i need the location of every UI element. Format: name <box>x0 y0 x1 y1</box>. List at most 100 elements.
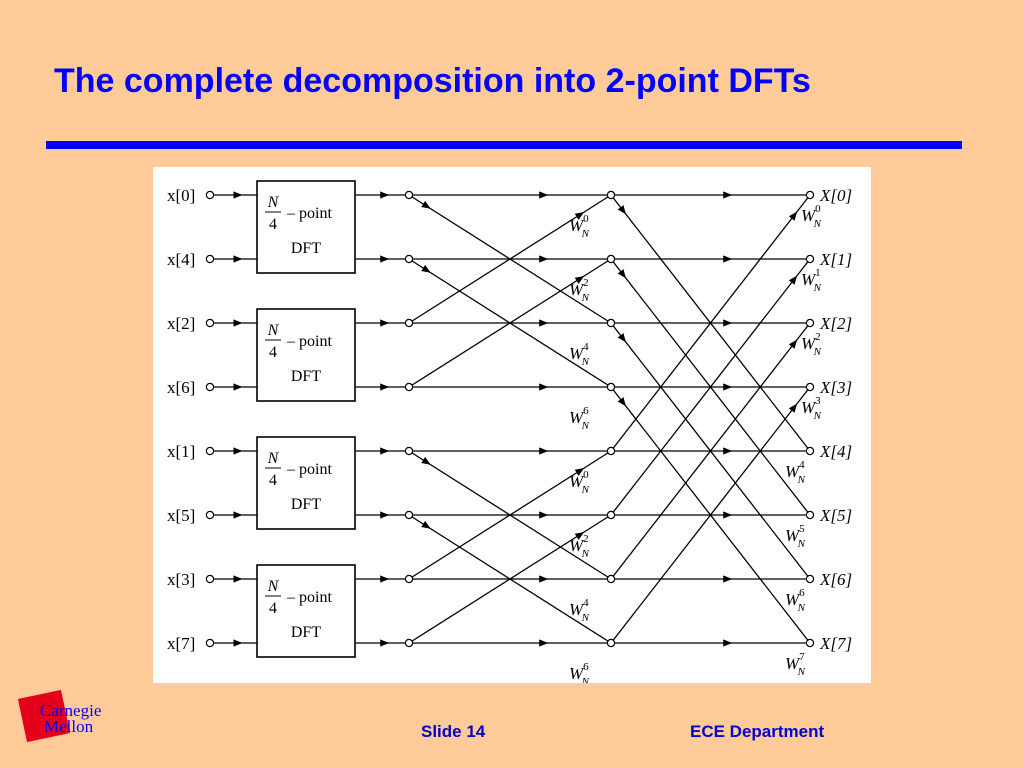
input-label: x[6] <box>167 378 195 397</box>
output-node <box>805 574 815 584</box>
dft-block-denominator: 4 <box>269 344 277 361</box>
dft-block-name: DFT <box>291 496 321 513</box>
dft-block-label: – point <box>286 333 332 350</box>
stage2-cross-arrow <box>574 467 585 476</box>
output-node <box>805 190 815 200</box>
output-node <box>805 318 815 328</box>
stage2-node <box>606 190 616 200</box>
output-label: X[6] <box>819 570 852 589</box>
stage1-node <box>404 446 414 456</box>
stage2-node <box>606 574 616 584</box>
output-label: X[5] <box>819 506 852 525</box>
stage3-branch <box>610 386 811 644</box>
stage1-node <box>404 574 414 584</box>
stage3-cross-arrow <box>617 269 627 279</box>
logo-text-mellon: Mellon <box>44 717 94 736</box>
dft-block-denominator: 4 <box>269 472 277 489</box>
input-label: x[7] <box>167 634 195 653</box>
stage3-cross-arrow <box>617 397 627 407</box>
output-node <box>805 510 815 520</box>
stage3-cross-arrow <box>788 211 798 221</box>
input-label: x[5] <box>167 506 195 525</box>
butterfly-diagram: x[0] x[4] x[2] x[6] x[1] x[5] x[3] x[7] N 4 – poin… <box>153 167 871 683</box>
output-label: X[7] <box>819 634 852 653</box>
department-label: ECE Department <box>690 722 825 741</box>
input-node <box>205 382 215 392</box>
dft-block-label: – point <box>286 205 332 222</box>
input-node <box>205 574 215 584</box>
output-label: X[1] <box>819 250 852 269</box>
input-label: x[1] <box>167 442 195 461</box>
stage2-node <box>606 254 616 264</box>
output-node <box>805 382 815 392</box>
stage2-cross-arrow <box>421 264 431 273</box>
slide-title: The complete decomposition into 2-point … <box>54 62 811 100</box>
input-node <box>205 318 215 328</box>
dft-block-numerator: N <box>267 194 280 211</box>
dft-block-label: – point <box>286 461 332 478</box>
logo-text-carnegie: Carnegie <box>40 701 102 720</box>
output-label: X[4] <box>819 442 852 461</box>
stage1-node <box>404 510 414 520</box>
input-label: x[3] <box>167 570 195 589</box>
stage2-cross-arrow <box>574 275 585 284</box>
stage2-node <box>606 510 616 520</box>
stage1-node <box>404 190 414 200</box>
output-label: X[2] <box>819 314 852 333</box>
stage3-cross-arrow <box>788 403 798 413</box>
stage3-cross-arrow <box>788 275 798 285</box>
input-label: x[4] <box>167 250 195 269</box>
input-node <box>205 638 215 648</box>
output-label: X[0] <box>819 186 852 205</box>
stage1-node <box>404 638 414 648</box>
stage2-cross-arrow <box>421 456 431 465</box>
input-node <box>205 190 215 200</box>
stage3-cross-arrow <box>617 205 627 215</box>
stage2-cross-arrow <box>574 531 585 540</box>
stage2-node <box>606 318 616 328</box>
dft-block <box>256 308 356 402</box>
stage2-node <box>606 446 616 456</box>
title-underline <box>46 141 962 149</box>
stage1-node <box>404 382 414 392</box>
stage2-cross-arrow <box>574 211 585 220</box>
butterfly-diagram-svg: x[0] x[4] x[2] x[6] x[1] x[5] x[3] x[7] N 4 – poin… <box>167 180 852 683</box>
output-node <box>805 638 815 648</box>
stage2-cross-arrow <box>421 200 431 209</box>
input-node <box>205 446 215 456</box>
dft-block-denominator: 4 <box>269 600 277 617</box>
input-node <box>205 510 215 520</box>
dft-block-numerator: N <box>267 322 280 339</box>
stage2-node <box>606 382 616 392</box>
dft-block-numerator: N <box>267 450 280 467</box>
slide-number: Slide 14 <box>421 722 486 741</box>
output-node <box>805 254 815 264</box>
input-node <box>205 254 215 264</box>
input-label: x[2] <box>167 314 195 333</box>
output-label: X[3] <box>819 378 852 397</box>
stage1-node <box>404 254 414 264</box>
stage2-cross-arrow <box>421 520 431 529</box>
output-node <box>805 446 815 456</box>
stage2-node <box>606 638 616 648</box>
dft-block-name: DFT <box>291 240 321 257</box>
dft-block-name: DFT <box>291 624 321 641</box>
dft-block-numerator: N <box>267 578 280 595</box>
input-label: x[0] <box>167 186 195 205</box>
